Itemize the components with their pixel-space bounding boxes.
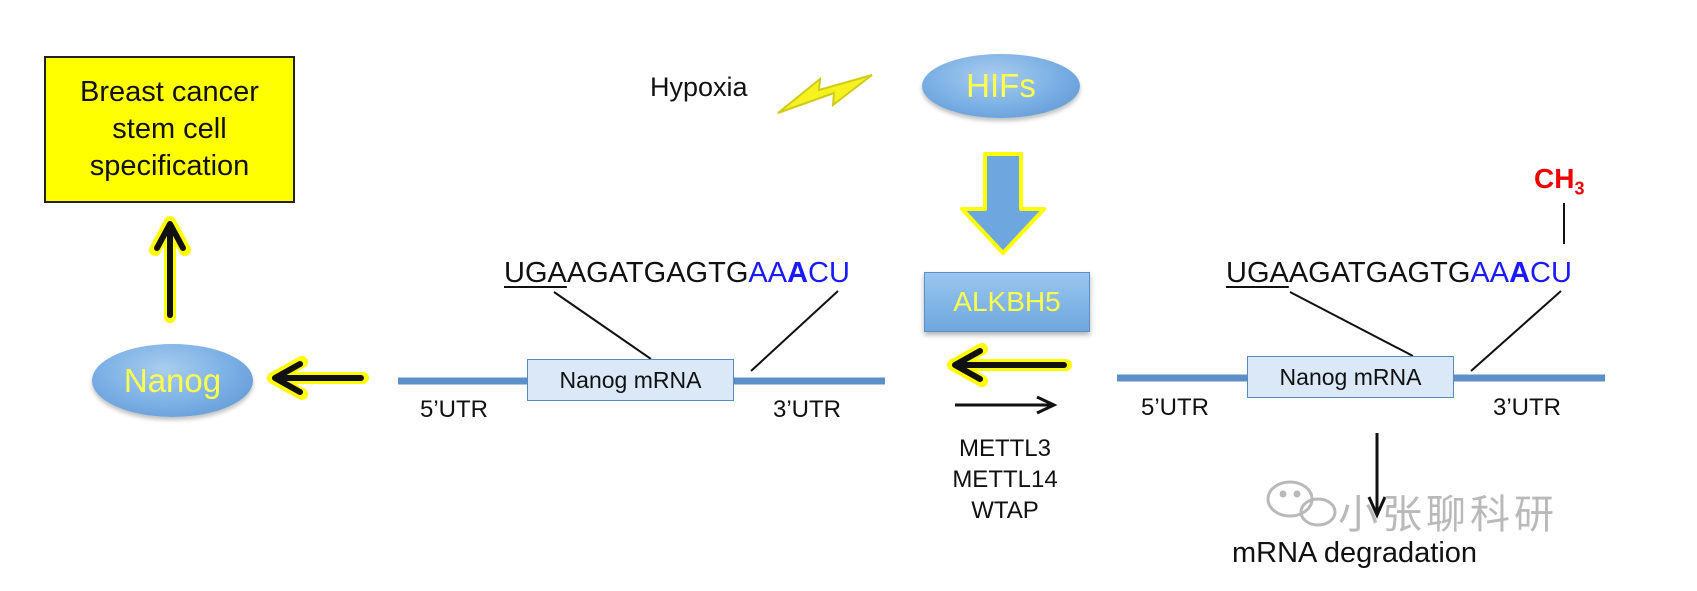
demethylation-arrow (947, 343, 1072, 387)
left-utr5-label: 5’UTR (420, 396, 489, 423)
right-seq-stop-codon: UGA (1226, 257, 1289, 289)
hifs-to-alkbh5-arrow (960, 152, 1046, 255)
nanog-protein-ellipse: Nanog (92, 344, 253, 417)
right-nanog-mrna-box: Nanog mRNA (1247, 356, 1454, 398)
methyl-subscript: 3 (1574, 178, 1585, 199)
nanog-protein-label: Nanog (123, 361, 222, 399)
right-seq-motif: AAACU (1470, 257, 1572, 289)
writer-mettl14: METTL14 (952, 466, 1058, 493)
right-utr3-label: 3’UTR (1493, 394, 1562, 421)
right-nanog-mrna-label: Nanog mRNA (1279, 363, 1422, 390)
right-sequence: UGAAGATGAGTGAAACU (1226, 257, 1572, 289)
right-seq-middle: AGATGAGTG (1288, 257, 1471, 289)
left-nanog-mrna-box: Nanog mRNA (527, 359, 734, 401)
chat-bubble-icon (1266, 480, 1337, 527)
left-seq-motif: AAACU (748, 257, 850, 289)
degradation-arrow (1367, 433, 1387, 519)
writer-mettl3: METTL3 (958, 435, 1051, 462)
hypoxia-label: Hypoxia (650, 72, 748, 102)
left-seq-connector-3 (750, 290, 839, 372)
left-seq-stop-codon: UGA (504, 257, 567, 289)
left-sequence: UGAAGATGAGTGAAACU (504, 257, 850, 289)
alkbh5-box: ALKBH5 (924, 272, 1090, 332)
right-seq-motif-a: A (1509, 257, 1531, 289)
methyl-group-label: CH3 (1534, 163, 1584, 200)
right-seq-connector-3 (1470, 290, 1562, 372)
left-seq-middle: AGATGAGTG (566, 257, 749, 289)
methylation-arrow (955, 395, 1058, 415)
hifs-ellipse: HIFs (922, 54, 1080, 118)
right-utr5-label: 5’UTR (1141, 394, 1210, 421)
alkbh5-label: ALKBH5 (953, 286, 1061, 317)
left-seq-connector-5 (553, 291, 652, 360)
writer-wtap: WTAP (971, 497, 1039, 524)
bcsc-specification-label: Breast cancer stem cell specification (80, 76, 259, 182)
right-seq-motif-cu: CU (1530, 257, 1572, 289)
writer-enzymes: METTL3 METTL14 WTAP (935, 433, 1075, 526)
left-utr3-label: 3’UTR (773, 396, 842, 423)
lightning-bolt-icon (777, 74, 873, 114)
right-seq-connector-5 (1289, 291, 1414, 357)
methyl-ch-text: CH (1534, 163, 1575, 194)
left-seq-motif-cu: CU (808, 257, 850, 289)
bcsc-specification-box: Breast cancer stem cell specification (44, 56, 295, 203)
right-seq-motif-aa: AA (1470, 257, 1510, 289)
left-seq-motif-a: A (787, 257, 809, 289)
mrna-to-nanog-arrow (267, 356, 369, 400)
mrna-degradation-label: mRNA degradation (1232, 537, 1478, 569)
watermark-text: 小张聊科研 (1338, 493, 1558, 537)
left-seq-motif-aa: AA (748, 257, 788, 289)
hifs-label: HIFs (966, 67, 1036, 104)
nanog-to-bcsc-arrow (149, 216, 191, 323)
left-nanog-mrna-label: Nanog mRNA (559, 366, 702, 393)
